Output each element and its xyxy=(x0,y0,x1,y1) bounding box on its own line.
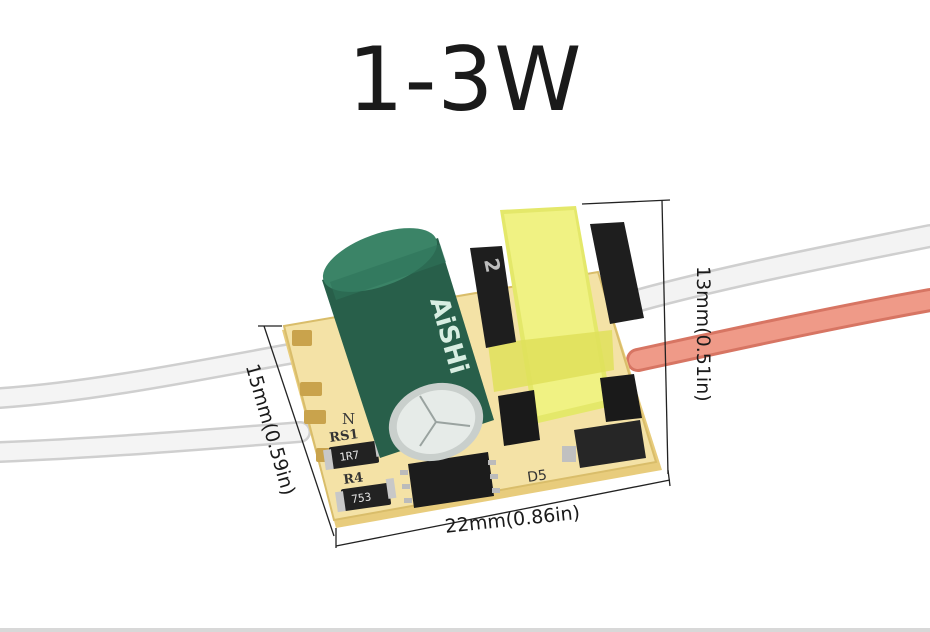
rs1-label-text: RS1 xyxy=(328,427,359,446)
r4-value-text: 753 xyxy=(351,490,372,506)
transformer-pin-text: 2 xyxy=(479,256,505,275)
capacitor xyxy=(322,228,494,462)
r4-label-text: R4 xyxy=(342,470,364,488)
height-dimension-label: 13mm(0.51in) xyxy=(692,266,714,402)
right-wires xyxy=(626,224,930,372)
left-wires xyxy=(0,341,311,463)
ic-chip xyxy=(400,452,500,508)
net-label-text: N xyxy=(342,410,355,428)
rs1-value-text: 1R7 xyxy=(339,448,360,464)
dimension-lines xyxy=(258,199,671,548)
diode-d5 xyxy=(562,420,646,468)
transformer xyxy=(470,206,644,446)
d5-label-text: D5 xyxy=(526,467,548,486)
bottom-divider xyxy=(0,628,930,632)
resistor-r4 xyxy=(335,477,397,513)
product-title: 1-3W xyxy=(347,28,583,131)
